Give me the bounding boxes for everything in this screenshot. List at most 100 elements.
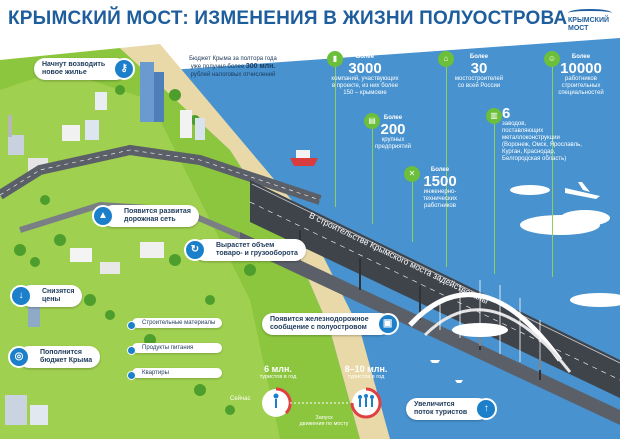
callout-prices-line1: Снизятся [42,288,75,295]
stat-bridge-builders: Более 30 мостостроителей со всей России [446,54,512,90]
tourists-future: 8–10 млн. туристов в год [338,364,394,380]
stat-workers-l3: специальностей [558,90,604,96]
tourists-now: 6 млн. туристов в год [254,364,302,380]
bridge-marking [249,201,620,381]
callout-rail-line1: Появится железнодорожное [270,316,369,323]
logo: КРЫМСКИЙ МОСТ [568,9,612,33]
train-icon: ▣ [376,313,399,335]
tourists-now-sub: туристов в год [259,374,297,380]
pin-stem [446,67,447,267]
callout-roads-line1: Появится развитая [124,208,191,215]
callout-housing: Начнут возводить новое жилье ⚷ [34,58,136,80]
budget-note-line2: уже получил более [190,64,246,70]
tourism-graphic [262,387,382,419]
callout-roads-line2: дорожная сеть [124,216,176,223]
stat-workers-num: 10000 [560,60,602,77]
callout-housing-line1: Начнут возводить [42,61,106,68]
price-item-label: Строительные материалы [142,320,216,326]
tourism-launch-l2: движения по мосту [299,421,349,427]
bridge-arch [408,292,563,362]
ship-cabin [296,150,310,158]
price-item-food: Продукты питания [127,343,223,355]
callout-roads: Появится развитая дорожная сеть ▲ [92,205,199,227]
stat-companies-l3: 150 – крымские [343,90,387,96]
tourists-now-num: 6 млн. [264,364,292,374]
pin-workers-icon: ☺ [544,51,560,67]
stat-factories-l3: металлоконструкции [502,135,560,141]
page-title: КРЫМСКИЙ МОСТ: ИЗМЕНЕНИЯ В ЖИЗНИ ПОЛУОСТ… [8,8,568,29]
pin-enterprises-icon: ▤ [364,113,380,129]
logo-line1: КРЫМСКИЙ [568,17,610,24]
callout-cargo-line1: Вырастет объем [216,242,275,249]
pin-bridge-builders-icon: ⌂ [438,51,454,67]
stat-factories-l6: Белгородская область) [502,156,567,162]
stat-bridge-builders-l2: со всей России [457,83,501,89]
pin-factories-icon: ▥ [486,108,502,124]
budget-note-line1: Бюджет Крыма за полтора года [189,56,277,62]
callout-budget-line2: бюджет Крыма [40,357,93,364]
tourism-launch-l1: Запуск [315,415,333,421]
tourists-now-ring [275,387,292,415]
stat-enterprises-l2: предприятий [375,144,411,150]
bullet-icon [127,346,136,355]
callout-cargo: Вырастет объем товаро- и грузооборота ↻ [184,239,306,261]
stat-bridge-builders-pre: Более [469,54,489,60]
bridge-logo-icon [568,9,612,17]
callout-tourists-line1: Увеличится [414,401,455,408]
land-road-marking [0,149,321,201]
clouds [452,185,620,337]
stat-enterprises-num: 200 [380,121,406,138]
callout-prices-line2: цены [42,296,61,303]
stat-companies-num: 3000 [348,60,382,77]
budget-note: Бюджет Крыма за полтора года уже получил… [172,55,294,79]
price-items-list: Строительные материалы Продукты питания … [127,318,223,380]
stat-engineers-l1: инженерно- [423,189,457,195]
stat-engineers-l2: технических [423,196,457,202]
stat-factories-l2: поставляющих [502,128,544,134]
arrow-up-icon: ↑ [475,398,498,420]
pin-stem [494,124,495,274]
stat-factories-l5: Курган, Краснодар, [502,149,556,155]
stat-workers-l2: строительных [561,83,601,89]
callout-housing-line2: новое жилье [42,69,87,76]
plane-icon [565,182,600,199]
stat-engineers: Более 1500 инженерно- технических работн… [412,167,468,210]
bullet-icon [127,371,136,380]
callout-tourists-line2: поток туристов [414,409,468,416]
bridge-arch-back [423,308,572,373]
tourism-launch: Запуск движения по мосту [296,415,352,427]
stat-bridge-builders-num: 30 [470,60,488,77]
tourists-now-label: Сейчас [230,396,251,402]
price-item-apartments: Квартиры [127,368,223,380]
person-icon [273,393,279,399]
stat-companies-l1: компаний, участвующих [331,76,399,82]
stat-workers-l1: работников [565,76,597,82]
pin-stem [412,182,413,242]
tourists-future-num: 8–10 млн. [344,364,388,374]
stat-enterprises: Более 200 крупных предприятий [368,115,418,151]
bullet-icon [127,321,136,330]
pin-companies-icon: ▮ [327,51,343,67]
ship-icon [290,158,318,166]
trees [14,85,256,415]
stat-factories-l4: (Воронеж, Омск, Ярославль, [502,142,582,148]
cycle-icon: ↻ [184,239,206,261]
group-icon [358,394,374,407]
stat-engineers-num: 1500 [423,173,457,190]
pin-stem [335,67,336,207]
stat-enterprises-pre: Более [383,115,403,121]
key-icon: ⚷ [113,58,136,80]
price-item-materials: Строительные материалы [127,318,223,330]
tourists-future-sub: туристов в год [347,374,385,380]
callout-rail-line2: сообщение с полуостровом [270,324,367,331]
logo-line2: МОСТ [568,25,589,32]
stat-factories-l1: заводов, [502,121,527,127]
budget-note-amount: 300 млн. [245,63,276,70]
pin-engineers-icon: ✕ [404,166,420,182]
stat-bridge-builders-l1: мостостроителей [454,76,504,82]
stat-factories-num: 6 [502,105,511,122]
buildings [5,62,205,425]
callout-cargo-line2: товаро- и грузооборота [216,250,298,257]
